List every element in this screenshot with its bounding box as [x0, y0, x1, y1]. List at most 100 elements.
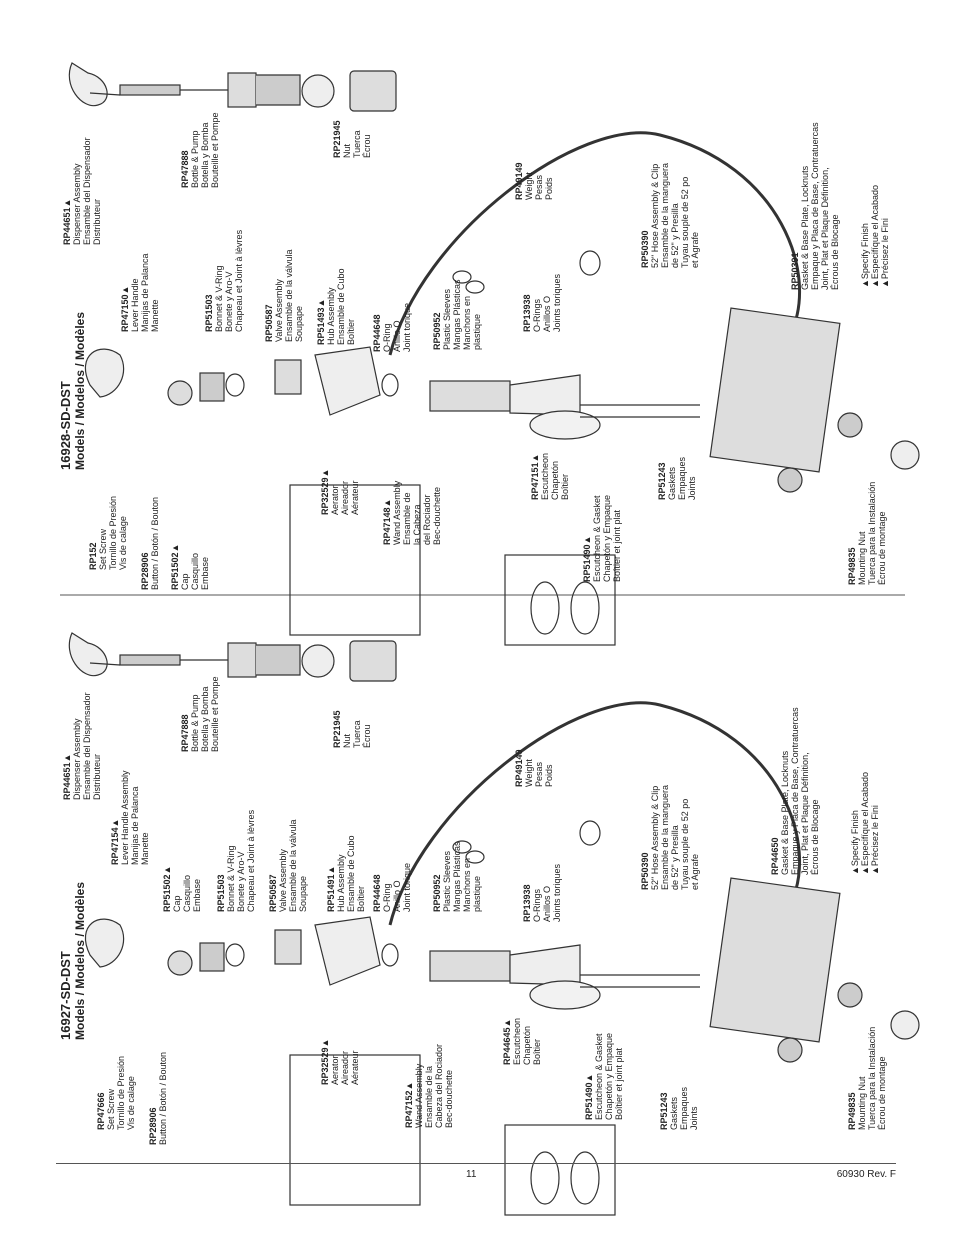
part-description: Bottle & Pump — [190, 694, 200, 752]
part-description: Dispenser Assembly — [72, 718, 82, 800]
part-code: RP47148▲ — [382, 499, 392, 545]
part-code: RP50952 — [432, 874, 442, 912]
part-description: Escutcheon — [512, 1018, 522, 1065]
part-description: Dispenser Assembly — [72, 163, 82, 245]
part-code: RP32529▲ — [320, 1039, 330, 1085]
part-code: RP51490▲ — [584, 1074, 594, 1120]
part-description: Soupape — [298, 876, 308, 912]
part-description: Ensamble de Cubo — [336, 268, 346, 345]
part-description: Aireador — [340, 1051, 350, 1085]
part-description: Joint, Plat et Plaque Définition, — [820, 167, 830, 290]
part-description: Chapetón — [550, 461, 560, 500]
part-code: RP51502▲ — [162, 866, 172, 912]
document-number: 60930 Rev. F — [836, 1169, 896, 1180]
part-description: et Agrafe — [690, 232, 700, 268]
part-description: Ensamble de la manguera — [660, 163, 670, 268]
part-description: Tuyau souple de 52 po — [680, 177, 690, 268]
part-description: Écrou de montage — [877, 1056, 887, 1130]
part-code: RP51503 — [204, 294, 214, 332]
part-description: Joint torique — [402, 303, 412, 352]
panel-title: 16927-SD-DST — [58, 951, 73, 1040]
part-description: Bonnet & V-Ring — [214, 265, 224, 332]
part-code: RP32529▲ — [320, 469, 330, 515]
part-description: O-Ring — [382, 883, 392, 912]
part-description: Écrou — [362, 134, 372, 158]
part-description: Ensamble del Dispensador — [82, 692, 92, 800]
part-description: Pesas — [534, 174, 544, 200]
part-code: RP44650 — [770, 837, 780, 875]
part-description: Joint torique — [402, 863, 412, 912]
part-code: RP44648 — [372, 874, 382, 912]
part-description: Tuerca para la Instalación — [867, 1027, 877, 1130]
part-description: Anillos O — [542, 296, 552, 332]
part-description: Embase — [192, 879, 202, 912]
part-code: RP51493▲ — [316, 299, 326, 345]
part-description: de 52" y Presilla — [670, 825, 680, 890]
part-description: Casquillo — [190, 553, 200, 590]
part-description: Aerator — [330, 485, 340, 515]
part-description: Écrou — [362, 724, 372, 748]
part-code: RP44648 — [372, 314, 382, 352]
part-description: Écrous de Blocage — [830, 214, 840, 290]
finish-note: ▲Précisez le Fini — [870, 805, 880, 875]
part-code: RP152 — [88, 542, 98, 570]
part-description: Chapetón y Empaque — [602, 495, 612, 582]
part-description: Mangas Plásticas — [452, 841, 462, 912]
part-code: RP50587 — [264, 304, 274, 342]
part-description: Poids — [544, 764, 554, 787]
part-description: Cap — [180, 573, 190, 590]
part-description: Lever Handle — [130, 278, 140, 332]
part-code: RP49149 — [514, 162, 524, 200]
part-description: Anillo O — [392, 880, 402, 912]
part-description: Écrous de Blocage — [810, 799, 820, 875]
part-code: RP44651▲ — [62, 754, 72, 800]
part-description: O-Rings — [532, 298, 542, 332]
part-description: Set Screw — [106, 1088, 116, 1130]
part-description: Nut — [342, 733, 352, 748]
part-description: Chapetón y Empaque — [604, 1033, 614, 1120]
part-description: Empaques — [679, 1086, 689, 1130]
part-description: Boîtier et joint plat — [612, 509, 622, 582]
part-code: RP28906 — [140, 552, 150, 590]
part-code: RP50952 — [432, 312, 442, 350]
part-description: Mangas Plásticas — [452, 279, 462, 350]
part-code: RP47154▲ — [110, 819, 120, 865]
part-code: RP51243 — [659, 1092, 669, 1130]
page-number: 11 — [466, 1169, 477, 1180]
part-description: Bouteille et Pompe — [210, 676, 220, 752]
part-code: RP49835 — [847, 1092, 857, 1130]
part-description: Aireador — [340, 481, 350, 515]
part-description: Cabeza del Rociador — [434, 1044, 444, 1128]
part-description: Button / Botón / Bouton — [158, 1052, 168, 1145]
part-description: Manchons en — [462, 296, 472, 350]
part-description: Anillos O — [542, 886, 552, 922]
part-code: RP47666 — [96, 1092, 106, 1130]
part-code: RP47152▲ — [404, 1082, 414, 1128]
part-description: Empaques — [677, 456, 687, 500]
part-code: RP21945 — [332, 710, 342, 748]
part-description: Escutcheon — [540, 453, 550, 500]
part-description: Weight — [524, 172, 534, 200]
part-description: Escutcheon & Gasket — [594, 1033, 604, 1120]
part-code: RP51491▲ — [326, 866, 336, 912]
part-description: Button / Botón / Bouton — [150, 497, 160, 590]
finish-note: ▲Specify Finish — [860, 223, 870, 288]
part-code: RP47151▲ — [530, 454, 540, 500]
part-description: Soupape — [294, 306, 304, 342]
part-code: RP50587 — [268, 874, 278, 912]
part-description: Nut — [342, 143, 352, 158]
part-code: RP50390 — [640, 852, 650, 890]
part-description: Ensamble de Cubo — [346, 835, 356, 912]
part-description: Gasket & Base Plate, Locknuts — [800, 165, 810, 290]
part-description: Tuyau souple de 52 po — [680, 799, 690, 890]
part-description: Anillo O — [392, 320, 402, 352]
part-description: Botella y Bomba — [200, 122, 210, 188]
part-code: RP51502▲ — [170, 544, 180, 590]
part-description: Valve Assembly — [278, 849, 288, 912]
part-description: 52" Hose Assembly & Clip — [650, 786, 660, 890]
part-description: Casquillo — [182, 875, 192, 912]
part-code: RP51503 — [216, 874, 226, 912]
part-description: Chapeau et Joint à lèvres — [234, 229, 244, 332]
part-description: Bouteille et Pompe — [210, 112, 220, 188]
part-description: Mounting Nut — [857, 531, 867, 585]
